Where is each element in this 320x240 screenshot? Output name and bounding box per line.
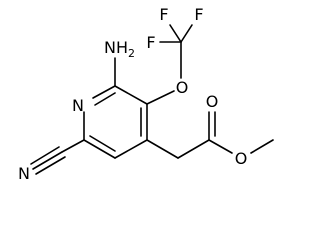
molecule-diagram: F F F O NH2 N N O O — [18, 5, 274, 183]
bond-cf3-f-top-right — [180, 24, 193, 43]
structure-svg: F F F O NH2 N N O O — [18, 5, 274, 183]
bond-c4-c5 — [114, 139, 148, 159]
bond-cn-triple-c — [35, 156, 66, 175]
atom-f-left: F — [146, 33, 155, 52]
bond-c5-c6-inner — [89, 135, 116, 152]
bond-c5-c6 — [83, 139, 116, 159]
atom-f-top-left: F — [159, 5, 168, 24]
atom-amino: NH2 — [104, 38, 135, 60]
atom-carbonyl-oxygen: O — [206, 92, 219, 111]
atom-f-top-right: F — [194, 5, 203, 24]
bond-o-c3 — [146, 90, 175, 105]
bond-c6-cn — [61, 139, 85, 153]
bond-n1-c2 — [92, 85, 116, 99]
bond-cn-triple-a — [32, 151, 63, 170]
bond-cn-triple-b — [30, 146, 60, 165]
bond-o-methyl — [250, 139, 274, 154]
bond-n1-c2-inner — [94, 92, 116, 106]
atom-oxygen-ether: O — [176, 78, 189, 97]
bond-c2-c3 — [114, 85, 148, 105]
bond-cf3-f-top-left — [169, 24, 182, 43]
atom-ring-nitrogen: N — [72, 96, 84, 115]
bond-carbonyl-o-ester — [208, 139, 233, 154]
bond-c4-ch2 — [146, 139, 179, 159]
bond-ch2-carbonyl — [177, 139, 210, 159]
atom-ester-oxygen: O — [235, 149, 248, 168]
atom-nitrile-nitrogen: N — [18, 164, 30, 183]
amino-main-text: NH — [104, 38, 128, 57]
amino-subscript: 2 — [128, 47, 135, 60]
